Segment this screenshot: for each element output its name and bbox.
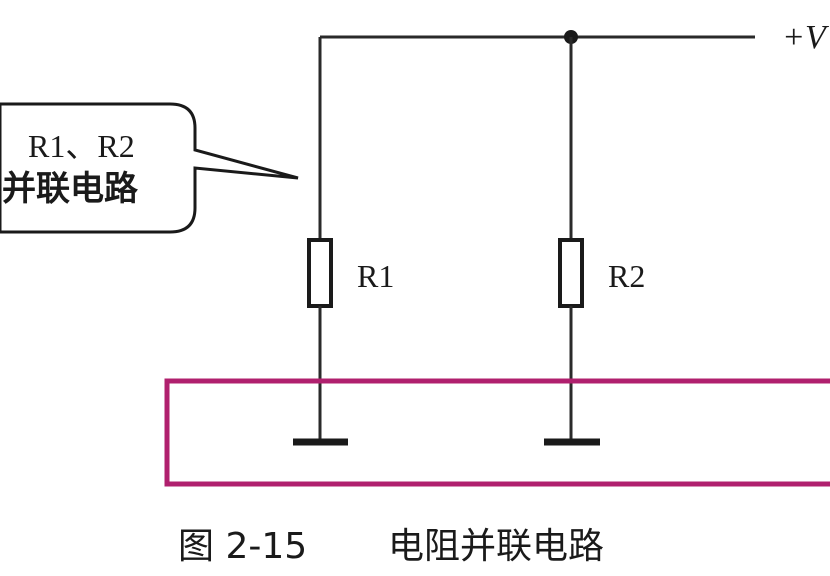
ground-highlight-box <box>164 378 830 487</box>
figure-caption-title: 电阻并联电路 <box>388 526 604 567</box>
resistor-r2 <box>558 238 584 308</box>
watermark-logo-icon <box>679 540 701 562</box>
watermark: 中关村在线 <box>679 540 819 566</box>
callout-line-1: R1、R2 <box>28 128 135 164</box>
resistor-r2-label: R2 <box>608 258 645 294</box>
figure-caption-number: 图 2-15 <box>178 526 307 567</box>
callout-line-2: 并联电路 <box>2 169 139 209</box>
resistor-r1-label: R1 <box>357 258 394 294</box>
resistor-r1 <box>307 238 333 308</box>
supply-label: +V <box>782 19 830 56</box>
watermark-text: 中关村在线 <box>704 540 819 566</box>
callout-bubble <box>0 102 299 234</box>
